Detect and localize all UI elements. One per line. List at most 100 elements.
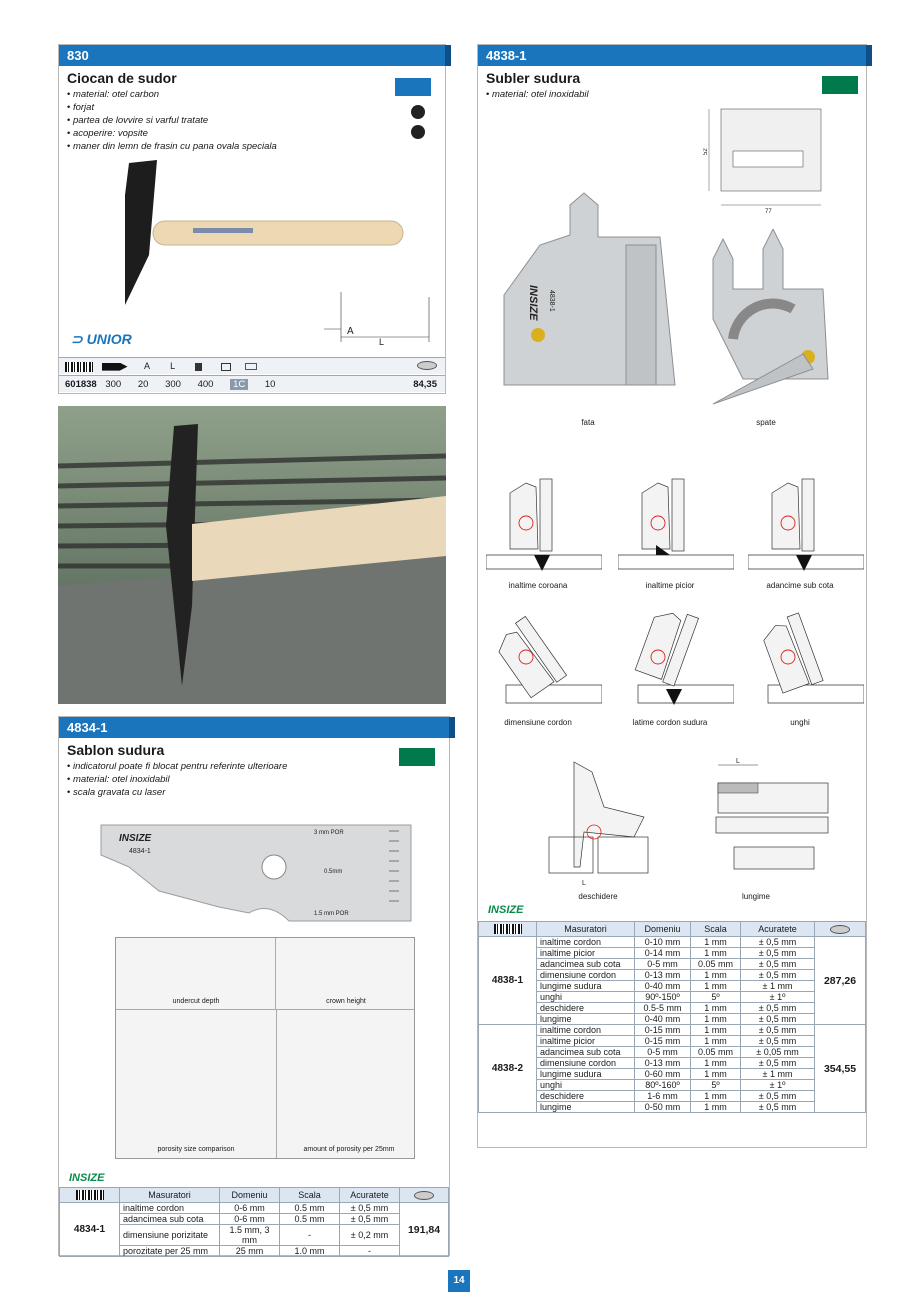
cell: 0-40 mm [634,980,691,992]
bullet: indicatorul poate fi blocat pentru refer… [67,760,449,773]
bullet: acoperire: vopsite [67,127,445,140]
cell: 0-14 mm [634,947,691,959]
price: 287,26 [814,936,866,1025]
gauge-bottom-label: 1.5 mm POR [314,911,349,917]
gauge-model: 4834-1 [129,848,151,855]
cell: ± 0,5 mm [740,969,815,981]
panel-4834: 4834-1 Sablon sudura indicatorul poate f… [58,716,455,1257]
row-value: 10 [264,379,276,390]
cell: lungime [536,1101,635,1113]
bullet: material: otel inoxidabil [486,88,866,101]
col-header: Acuratete [740,921,815,937]
dim-label-a: A [347,326,354,337]
diagram-caption: dimensiune cordon [504,718,572,727]
panel-4838-title: Subler sudura [486,70,581,86]
cell: 1 mm [690,980,741,992]
cell: 1 mm [690,969,741,981]
cell: 25 mm [219,1245,280,1257]
cell: 1 mm [690,1090,741,1102]
caliper-dimension-drawing: 52 77 [703,108,822,215]
cell: ± 1º [740,991,815,1003]
arrow-icon [101,362,128,371]
cell: 1 mm [690,1035,741,1047]
cell: dimensiune cordon [536,969,635,981]
cell: 5º [690,991,741,1003]
diagram-letter-l: L [736,758,740,765]
panel-4834-table: Masuratori Domeniu Scala Acuratete 4834-… [59,1187,449,1257]
color-swatch-green [399,748,435,766]
diagram-lungime: L [715,758,829,870]
cell: 1 mm [690,947,741,959]
diagram-caption: latime cordon sudura [632,718,708,727]
row-code: 601838 [65,379,97,390]
col-header: Scala [690,921,741,937]
barcode-icon [59,1187,120,1203]
cell: unghi [536,991,635,1003]
cell: ± 0,05 mm [740,1046,815,1058]
gauge-usage-diagrams: undercut depth crown height porosity siz… [115,937,415,1159]
cell: 0-6 mm [219,1213,280,1225]
diagram-caption: inaltime picior [645,581,695,590]
caliper-front-photo: INSIZE 4838-1 [503,192,676,386]
cell: ± 1 mm [740,1068,815,1080]
bullet: maner din lemn de frasin cu pana ovala s… [67,140,445,153]
cell: 0-15 mm [634,1035,691,1047]
panel-4838-bullets: material: otel inoxidabil [478,88,866,101]
diagram-caption: unghi [790,718,810,727]
bullet: material: otel inoxidabil [67,773,449,786]
cell: 0-50 mm [634,1101,691,1113]
cell: deschidere [536,1090,635,1102]
table-header-row: Masuratori Domeniu Scala Acuratete [59,1187,449,1203]
usage-diagram [763,612,864,704]
diagram-caption: lungime [741,892,770,901]
safety-icon-gloves [411,125,425,139]
cell: 1 mm [690,1101,741,1113]
gauge-mid-label: 0.5mm [324,869,342,875]
table-row: porozitate per 25 mm 25 mm 1.0 mm - [60,1245,449,1257]
cell: 90º-150º [634,991,691,1003]
diagram-letter-l: L [582,880,586,887]
cell: 0-13 mm [634,969,691,981]
cell: 0.05 mm [690,958,741,970]
price-icon [814,921,866,937]
cell: 1.5 mm, 3 mm [219,1224,280,1246]
cell: inaltime cordon [119,1202,220,1214]
hammer-image [125,160,404,305]
col-header: Domeniu [219,1187,280,1203]
row-value: 300 [105,379,122,390]
cell: 1.0 mm [279,1245,340,1257]
cell: unghi [536,1079,635,1091]
cell: 0-6 mm [219,1202,280,1214]
cell: 0-10 mm [634,936,691,948]
cell: - [339,1245,400,1257]
cell: dimensiune cordon [536,1057,635,1069]
cell: ± 0,5 mm [740,936,815,948]
diagram-caption: inaltime coroana [508,581,568,590]
table-row: dimensiune porizitate 1.5 mm, 3 mm - ± 0… [60,1224,449,1246]
cell: 1 mm [690,1002,741,1014]
bullet: forjat [67,101,445,114]
cell: 1 mm [690,936,741,948]
row-value-badge: 1C [230,379,249,390]
cell: 0.05 mm [690,1046,741,1058]
cell: 0.5 mm [279,1213,340,1225]
hammer-in-use-photo [58,406,446,704]
cell: ± 1º [740,1079,815,1091]
cell: 1-6 mm [634,1090,691,1102]
panel-830-table-row: 601838 300 20 300 400 1C 10 84,35 [59,375,445,392]
row-price: 84,35 [413,379,437,390]
gauge-model: 4838-1 [548,290,555,312]
cell: ± 0,5 mm [339,1213,400,1225]
row-value: 400 [197,379,214,390]
col-header: Masuratori [119,1187,220,1203]
cell: 0.5 mm [279,1202,340,1214]
diagram-caption: crown height [326,998,366,1005]
insize-logo: INSIZE [488,904,524,916]
